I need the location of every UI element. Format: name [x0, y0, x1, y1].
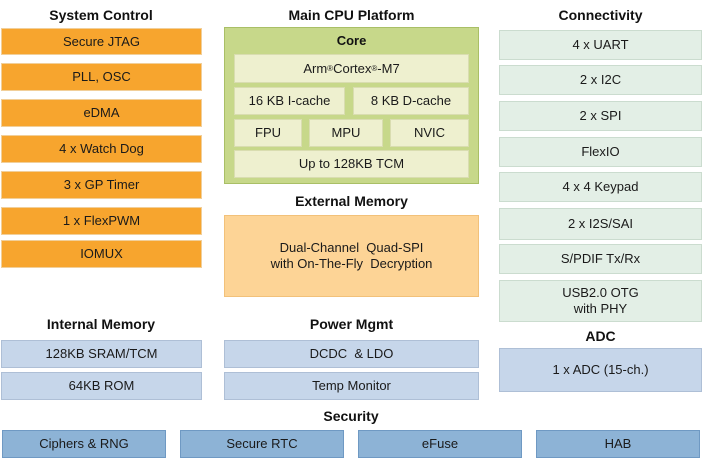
block-flexpwm: 1 x FlexPWM	[1, 207, 202, 235]
block-ciphers-rng: Ciphers & RNG	[2, 430, 166, 458]
block-adc: 1 x ADC (15-ch.)	[499, 348, 702, 392]
block-i2s-sai: 2 x I2S/SAI	[499, 208, 702, 240]
block-secure-rtc: Secure RTC	[180, 430, 344, 458]
block-cortex-m7: Arm® Cortex®-M7	[234, 54, 469, 83]
cpu-platform-heading: Main CPU Platform	[288, 7, 415, 23]
cpu-name-cortex: Cortex	[333, 60, 372, 76]
cpu-name-arm: Arm	[303, 60, 328, 76]
quad-spi-line1: Dual-Channel Quad-SPI	[279, 240, 424, 255]
block-flexio: FlexIO	[499, 137, 702, 167]
block-spdif: S/PDIF Tx/Rx	[499, 244, 702, 274]
block-hab: HAB	[536, 430, 700, 458]
block-temp-monitor: Temp Monitor	[224, 372, 479, 400]
block-keypad: 4 x 4 Keypad	[499, 172, 702, 202]
adc-heading: ADC	[585, 328, 616, 344]
external-memory-heading: External Memory	[295, 193, 408, 209]
cpu-name-m7: -M7	[377, 60, 400, 76]
connectivity-heading: Connectivity	[558, 7, 643, 23]
core-heading: Core	[336, 33, 367, 48]
block-uart: 4 x UART	[499, 30, 702, 60]
power-mgmt-heading: Power Mgmt	[309, 316, 394, 332]
block-secure-jtag: Secure JTAG	[1, 28, 202, 55]
block-dcache: 8 KB D-cache	[353, 87, 469, 115]
block-quad-spi: Dual-Channel Quad-SPI with On-The-Fly De…	[224, 215, 479, 297]
usb-line1: USB2.0 OTG	[562, 285, 639, 300]
system-control-heading: System Control	[49, 7, 153, 23]
block-pll-osc: PLL, OSC	[1, 63, 202, 91]
block-edma: eDMA	[1, 99, 202, 127]
block-i2c: 2 x I2C	[499, 65, 702, 95]
internal-memory-heading: Internal Memory	[46, 316, 156, 332]
block-watch-dog: 4 x Watch Dog	[1, 135, 202, 163]
block-efuse: eFuse	[358, 430, 522, 458]
block-icache: 16 KB I-cache	[234, 87, 345, 115]
block-tcm: Up to 128KB TCM	[234, 150, 469, 178]
block-sram-tcm: 128KB SRAM/TCM	[1, 340, 202, 368]
block-nvic: NVIC	[390, 119, 469, 147]
usb-line2: with PHY	[573, 301, 628, 316]
block-fpu: FPU	[234, 119, 302, 147]
block-usb-otg: USB2.0 OTG with PHY	[499, 280, 702, 322]
block-iomux: IOMUX	[1, 240, 202, 268]
block-rom: 64KB ROM	[1, 372, 202, 400]
block-gp-timer: 3 x GP Timer	[1, 171, 202, 199]
block-mpu: MPU	[309, 119, 383, 147]
block-dcdc-ldo: DCDC & LDO	[224, 340, 479, 368]
quad-spi-line2: with On-The-Fly Decryption	[270, 256, 433, 271]
security-heading: Security	[323, 408, 379, 424]
block-spi: 2 x SPI	[499, 101, 702, 131]
